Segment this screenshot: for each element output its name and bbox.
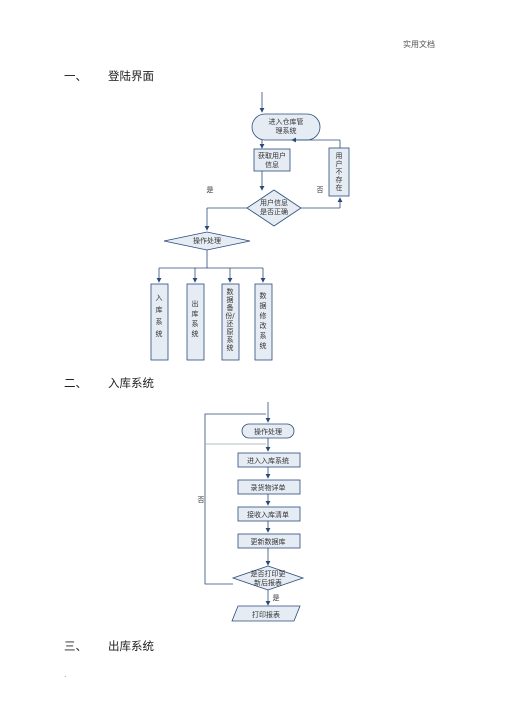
inbound-no-label: 否 bbox=[198, 496, 205, 504]
subsystem-char: 系 bbox=[192, 319, 199, 328]
get-user-info-box bbox=[253, 148, 291, 172]
subsystem-char: 数 bbox=[227, 287, 234, 296]
section-title: 入库系统 bbox=[108, 376, 154, 390]
inbound-step2-label: 录货物详单 bbox=[251, 483, 286, 492]
subsystem-char: 还 bbox=[227, 320, 234, 328]
inbound-step3-label: 接收入库清单 bbox=[247, 510, 289, 519]
operate-label: 操作处理 bbox=[193, 236, 221, 245]
not-exist-char: 户 bbox=[336, 159, 343, 168]
subsystem-char: 数 bbox=[260, 291, 267, 300]
section-number: 三、 bbox=[64, 639, 87, 653]
subsystem-backup-box bbox=[221, 283, 240, 361]
inbound-decision-label-2: 新后报表 bbox=[254, 578, 282, 587]
not-exist-char: 存 bbox=[336, 175, 343, 184]
get-info-label-1: 获取用户 bbox=[258, 151, 286, 160]
decision-label-1: 用户信息 bbox=[260, 198, 288, 207]
subsystem-char: 份/ bbox=[225, 311, 235, 320]
section-heading-login: 一、 登陆界面 bbox=[64, 68, 154, 84]
subsystem-char: 系 bbox=[260, 331, 267, 340]
subsystem-modify-box bbox=[254, 283, 273, 361]
yes-label: 是 bbox=[207, 186, 214, 194]
inbound-step4-box bbox=[237, 533, 301, 549]
inbound-step1-label: 进入入库系统 bbox=[247, 456, 289, 465]
start-label-1: 进入仓库管 bbox=[269, 117, 304, 126]
start-label-2: 理系统 bbox=[276, 126, 297, 135]
subsystem-char: 统 bbox=[227, 343, 234, 352]
subsystem-char: 系 bbox=[156, 317, 163, 326]
footer-mark: . bbox=[64, 670, 67, 679]
subsystem-char: 据 bbox=[227, 295, 234, 304]
inbound-output-label: 打印报表 bbox=[252, 610, 280, 619]
user-not-exist-box bbox=[328, 147, 350, 197]
user-info-decision bbox=[246, 189, 302, 227]
subsystem-char: 库 bbox=[156, 305, 163, 314]
section-number: 二、 bbox=[64, 376, 87, 390]
inbound-step4-label: 更新数据库 bbox=[251, 537, 286, 546]
subsystem-char: 改 bbox=[260, 321, 267, 330]
inbound-yes-label: 是 bbox=[273, 594, 280, 602]
not-exist-char: 不 bbox=[336, 168, 343, 176]
inbound-decision-label-1: 是否打印更 bbox=[251, 569, 286, 578]
section-title: 登陆界面 bbox=[108, 69, 154, 83]
inbound-step1-box bbox=[237, 452, 301, 468]
no-label: 否 bbox=[317, 186, 324, 194]
subsystem-char: 统 bbox=[156, 329, 163, 338]
subsystem-char: 出 bbox=[192, 299, 199, 308]
section-title: 出库系统 bbox=[108, 639, 154, 653]
not-exist-char: 在 bbox=[336, 183, 343, 192]
subsystem-char: 据 bbox=[260, 301, 267, 310]
not-exist-char: 用 bbox=[336, 152, 343, 160]
subsystem-inbound-box bbox=[150, 283, 169, 361]
inbound-step2-box bbox=[237, 479, 301, 495]
subsystem-char: 备 bbox=[227, 303, 234, 312]
page-header: 实用文档 bbox=[403, 40, 435, 49]
start-terminator bbox=[251, 113, 321, 141]
inbound-start-label: 操作处理 bbox=[254, 427, 282, 436]
section-number: 一、 bbox=[64, 69, 87, 83]
decision-label-2: 是否正确 bbox=[260, 207, 288, 216]
inbound-step3-box bbox=[237, 506, 301, 522]
subsystem-char: 修 bbox=[260, 311, 267, 320]
subsystem-char: 统 bbox=[260, 341, 267, 350]
inbound-output bbox=[231, 605, 301, 622]
subsystem-char: 库 bbox=[192, 309, 199, 318]
subsystem-outbound-box bbox=[186, 283, 205, 361]
section-heading-outbound: 三、 出库系统 bbox=[64, 638, 154, 654]
get-info-label-2: 信息 bbox=[265, 160, 279, 169]
subsystem-char: 入 bbox=[156, 294, 163, 302]
subsystem-char: 系 bbox=[227, 335, 234, 344]
operate-node bbox=[163, 231, 251, 251]
subsystem-char: 统 bbox=[192, 329, 199, 338]
subsystem-char: 原 bbox=[227, 328, 234, 336]
section-heading-inbound: 二、 入库系统 bbox=[64, 375, 154, 391]
